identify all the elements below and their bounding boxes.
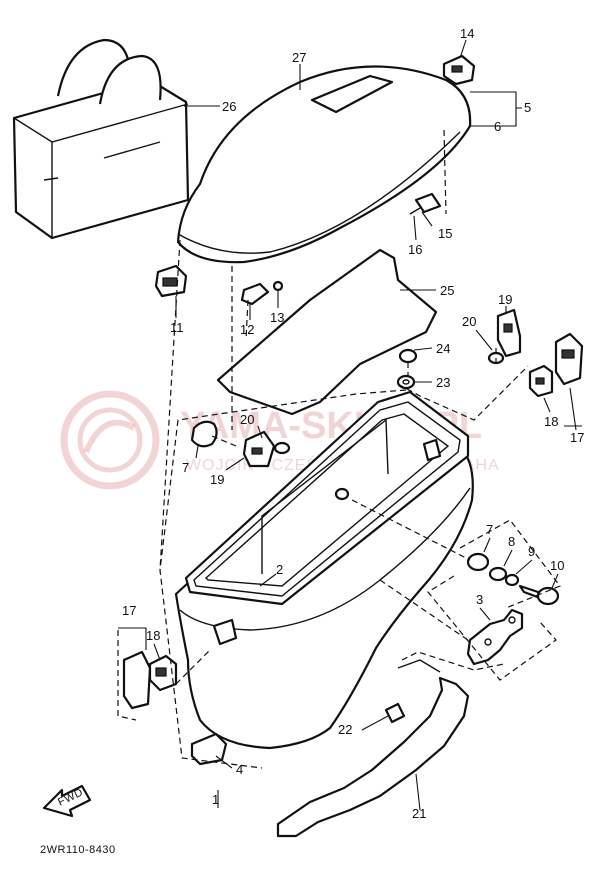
watermark-logo — [60, 390, 160, 490]
part-19-bracket-upper — [496, 308, 522, 358]
part-15-plate — [414, 192, 442, 214]
callout-18-left: 18 — [146, 628, 160, 643]
callout-14: 14 — [460, 26, 474, 41]
part-2-seal — [184, 390, 470, 606]
assembly-lines — [117, 129, 561, 769]
leader-lines — [118, 39, 582, 811]
callout-7-left: 7 — [182, 460, 189, 475]
part-8-spacer — [488, 566, 508, 582]
part-21-rail — [276, 659, 470, 838]
callout-19-left: 19 — [210, 472, 224, 487]
part-9-washer — [504, 573, 520, 587]
part-20-nut-left — [273, 441, 291, 455]
part-23-washer — [396, 374, 416, 390]
drawing-code: 2WR110-8430 — [40, 844, 116, 856]
part-13-screw — [272, 280, 284, 292]
case-interior — [261, 418, 442, 574]
callout-1: 1 — [212, 792, 219, 807]
callout-15: 15 — [438, 226, 452, 241]
callout-9: 9 — [528, 544, 535, 559]
callout-3: 3 — [476, 592, 483, 607]
part-26-inner-bag — [12, 38, 190, 240]
callout-2: 2 — [276, 562, 283, 577]
callout-17-right: 17 — [570, 430, 584, 445]
part-27-lid — [176, 65, 472, 264]
part-25-pad — [216, 248, 438, 416]
callout-20-upper: 20 — [462, 314, 476, 329]
part-3-mount-bracket — [466, 608, 524, 666]
callout-18-right: 18 — [544, 414, 558, 429]
callout-16: 16 — [408, 242, 422, 257]
callout-13: 13 — [270, 310, 284, 325]
callout-4: 4 — [236, 762, 243, 777]
callout-22: 22 — [338, 722, 352, 737]
part-17-lock-cover-left — [122, 650, 152, 710]
part-11-hinge-clip — [154, 264, 188, 298]
callout-labels: 27 14 5 6 26 15 16 11 12 13 25 19 20 24 … — [122, 26, 584, 821]
callout-23: 23 — [436, 375, 450, 390]
part-10-bolt — [518, 584, 560, 606]
callout-27: 27 — [292, 50, 306, 65]
callout-5: 5 — [524, 100, 531, 115]
callout-20-left: 20 — [240, 412, 254, 427]
part-19-bracket-left — [242, 430, 276, 468]
part-22-insert — [384, 702, 406, 724]
callout-8: 8 — [508, 534, 515, 549]
callout-7-right: 7 — [486, 522, 493, 537]
callout-17-left: 17 — [122, 603, 136, 618]
callout-11: 11 — [170, 320, 184, 335]
callout-24: 24 — [436, 341, 450, 356]
fwd-arrow: FWD — [42, 784, 92, 818]
part-18-lock-cylinder-right — [528, 364, 554, 398]
callout-26: 26 — [222, 99, 236, 114]
callout-25: 25 — [440, 283, 454, 298]
part-14-clip — [442, 54, 476, 86]
callout-12: 12 — [240, 322, 254, 337]
part-12-plate — [240, 282, 270, 306]
callout-19-upper: 19 — [498, 292, 512, 307]
callout-10: 10 — [550, 558, 564, 573]
callout-21: 21 — [412, 806, 426, 821]
part-17-lock-cover-right — [554, 332, 584, 386]
part-7-cap-left — [190, 420, 218, 448]
callout-6: 6 — [494, 119, 501, 134]
part-16-pin — [409, 207, 421, 215]
part-24-grommet — [398, 348, 418, 364]
part-7-collar-right — [466, 552, 490, 572]
